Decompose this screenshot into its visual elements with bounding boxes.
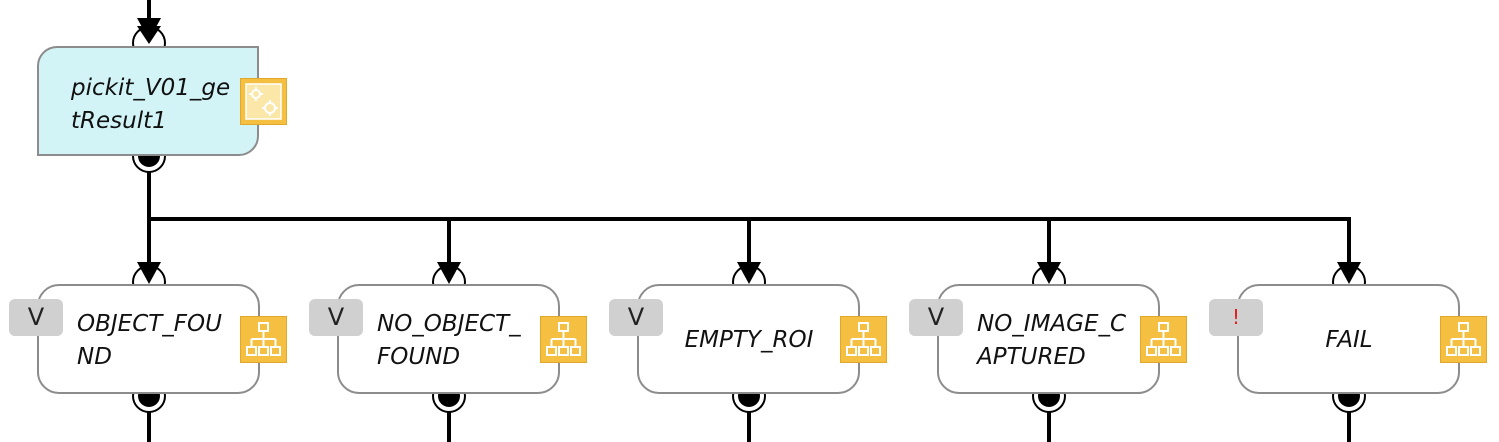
branch-badge: ! bbox=[1209, 299, 1263, 336]
flow-tree-icon bbox=[540, 316, 587, 363]
branch-node-no-image-captured[interactable]: V NO_IMAGE_CAPTURED bbox=[909, 284, 1187, 394]
flow-tree-icon bbox=[240, 316, 287, 363]
branch-node-no-object-found[interactable]: V NO_OBJECT_FOUND bbox=[309, 284, 587, 394]
main-node-label: pickit_V01_getResult1 bbox=[71, 75, 231, 134]
branch-node-object-found[interactable]: V OBJECT_FOUND bbox=[9, 284, 287, 394]
branch-input-arrow bbox=[1037, 262, 1061, 284]
branch-node-fail[interactable]: ! FAIL bbox=[1209, 284, 1487, 394]
main-input-arrow bbox=[137, 26, 161, 44]
flow-tree-icon bbox=[840, 316, 887, 363]
branch-input-arrow bbox=[737, 262, 761, 284]
main-node[interactable]: pickit_V01_getResult1 bbox=[37, 46, 287, 156]
branch-badge: V bbox=[9, 299, 63, 336]
flow-tree-icon bbox=[1140, 316, 1187, 363]
branch-label: OBJECT_FOUND bbox=[77, 311, 222, 370]
branch-label: EMPTY_ROI bbox=[684, 327, 814, 353]
flow-tree-icon bbox=[1440, 316, 1487, 363]
branch-node-empty-roi[interactable]: V EMPTY_ROI bbox=[609, 284, 887, 394]
branch-input-arrow bbox=[1337, 262, 1361, 284]
branch-label: FAIL bbox=[1325, 327, 1373, 353]
branch-label: NO_OBJECT_FOUND bbox=[377, 311, 521, 370]
branch-badge: V bbox=[609, 299, 663, 336]
branch-input-arrow bbox=[137, 262, 161, 284]
branch-input-arrow bbox=[437, 262, 461, 284]
branch-label: NO_IMAGE_CAPTURED bbox=[977, 311, 1127, 370]
script-gear-icon bbox=[240, 78, 287, 125]
branch-badge: V bbox=[909, 299, 963, 336]
branch-badge: V bbox=[309, 299, 363, 336]
